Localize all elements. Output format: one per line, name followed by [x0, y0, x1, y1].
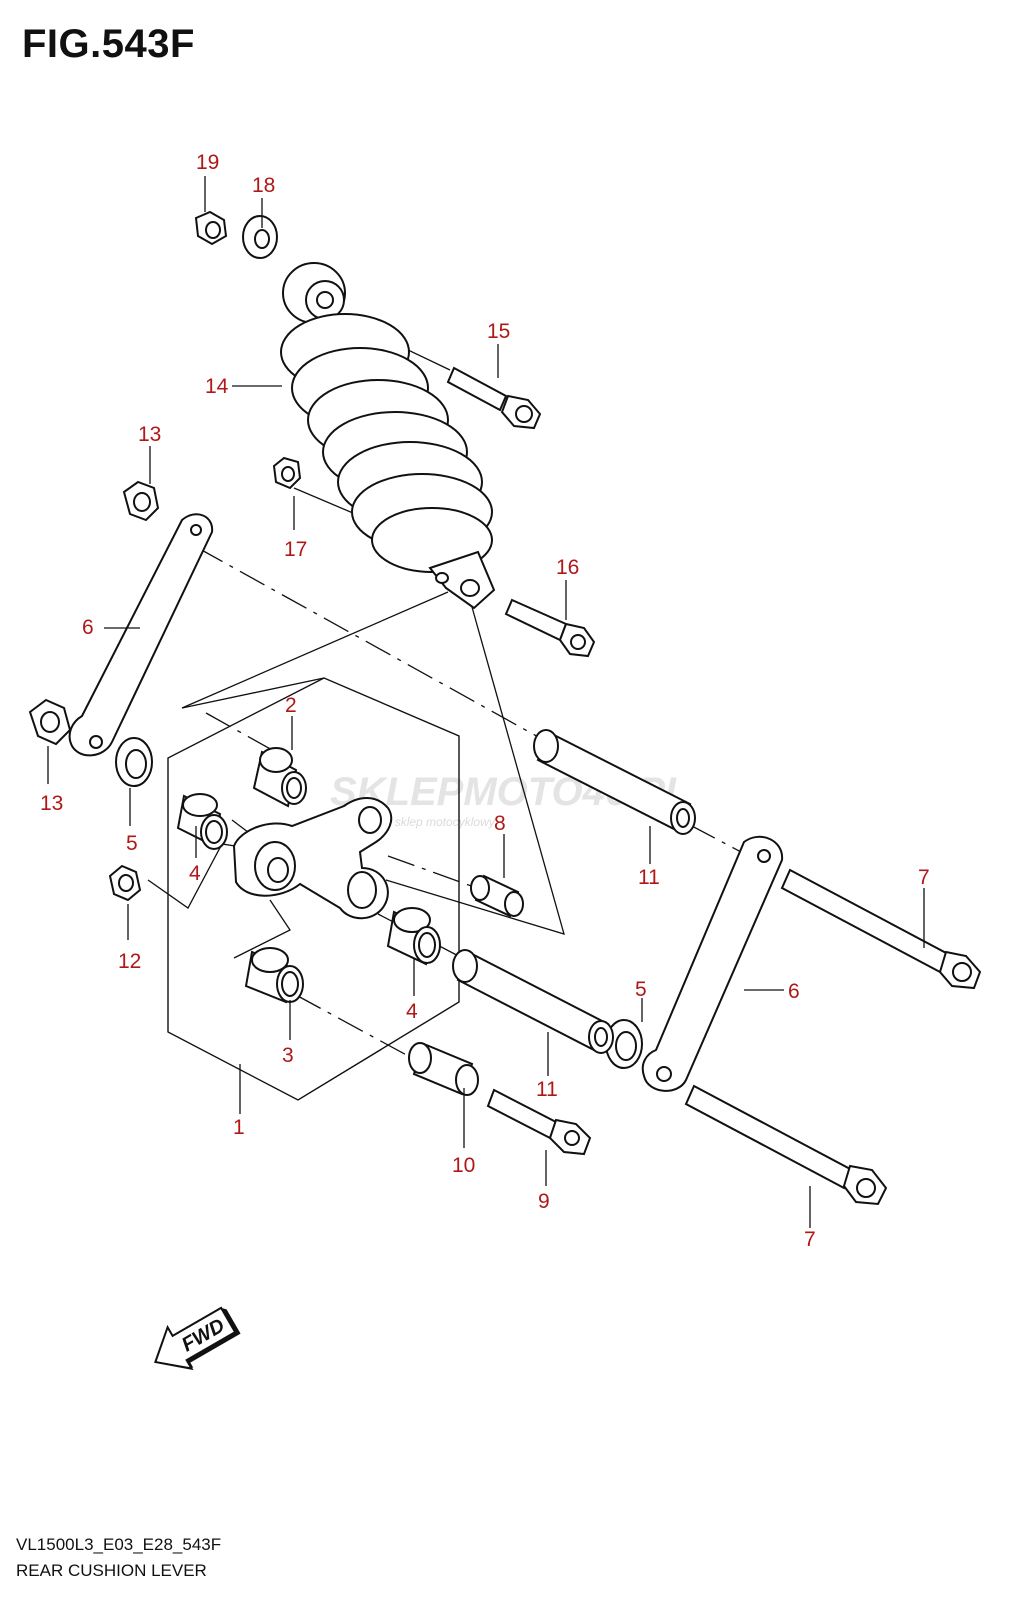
callout-leaders	[47, 176, 925, 1228]
figure-footer: VL1500L3_E03_E28_543F REAR CUSHION LEVER	[16, 1532, 221, 1584]
callout-12: 12	[118, 950, 141, 973]
callout-5-right: 5	[635, 978, 647, 1001]
bolt-16	[446, 366, 542, 430]
nut-17	[272, 456, 302, 490]
callout-13-lower: 13	[40, 792, 63, 815]
callout-7-lower: 7	[804, 1228, 816, 1251]
callout-10: 10	[452, 1154, 475, 1177]
bolt-7-lower	[684, 1084, 888, 1206]
cushion-rod-right	[641, 835, 784, 1092]
nut-19	[194, 210, 228, 246]
callout-6-right: 6	[788, 980, 800, 1003]
callout-16: 15	[487, 320, 510, 343]
bolt-9	[486, 1088, 592, 1156]
callout-18: 18	[252, 174, 275, 197]
nut-12	[108, 864, 142, 902]
callout-4-lower: 4	[406, 1000, 418, 1023]
bolt-7-upper	[780, 868, 982, 990]
callout-labels: 19 18 15 14 13 17 16 6 2 13 5 8 4 11 7 1…	[40, 151, 930, 1251]
callout-15: 16	[556, 556, 579, 579]
spacer-11-lower	[452, 949, 614, 1054]
callout-8: 8	[494, 812, 506, 835]
cushion-rod-left	[68, 513, 214, 757]
spacer-11-upper	[533, 729, 696, 835]
assembly-lines	[197, 547, 761, 1071]
callout-11-upper: 11	[638, 866, 660, 889]
callout-7-upper: 7	[918, 866, 930, 889]
washer-18	[242, 215, 278, 259]
collar-8	[470, 874, 524, 918]
callout-14: 14	[205, 375, 229, 398]
bearing-3	[244, 947, 304, 1004]
bearing-4-upper	[176, 793, 228, 850]
bearing-4-lower	[386, 907, 441, 966]
callout-17: 17	[284, 538, 307, 561]
callout-11-lower: 11	[536, 1078, 558, 1101]
callout-3: 3	[282, 1044, 294, 1067]
shock-absorber	[280, 262, 496, 610]
callout-1: 1	[233, 1116, 245, 1139]
model-code: VL1500L3_E03_E28_543F	[16, 1535, 222, 1554]
callout-4-upper: 4	[189, 862, 201, 885]
spacer-5-left	[115, 737, 153, 787]
spacer-5-right	[605, 1019, 643, 1069]
fwd-direction-arrow: FWD	[154, 1306, 241, 1371]
callout-2: 2	[285, 694, 297, 717]
collar-10	[408, 1042, 479, 1096]
cushion-lever	[232, 797, 393, 920]
callout-6-left: 6	[82, 616, 94, 639]
bolt-15	[504, 598, 596, 658]
callout-13-upper: 13	[138, 423, 161, 446]
callout-5-left: 5	[126, 832, 138, 855]
callout-19: 19	[196, 151, 219, 174]
lever-assembly-outline	[167, 677, 460, 1101]
bearing-2	[252, 747, 307, 808]
nut-13-lower	[28, 698, 72, 746]
figure-title: FIG.543F	[22, 22, 195, 66]
figure-caption: REAR CUSHION LEVER	[16, 1561, 207, 1580]
callout-9: 9	[538, 1190, 550, 1213]
nut-13-upper	[122, 480, 160, 522]
